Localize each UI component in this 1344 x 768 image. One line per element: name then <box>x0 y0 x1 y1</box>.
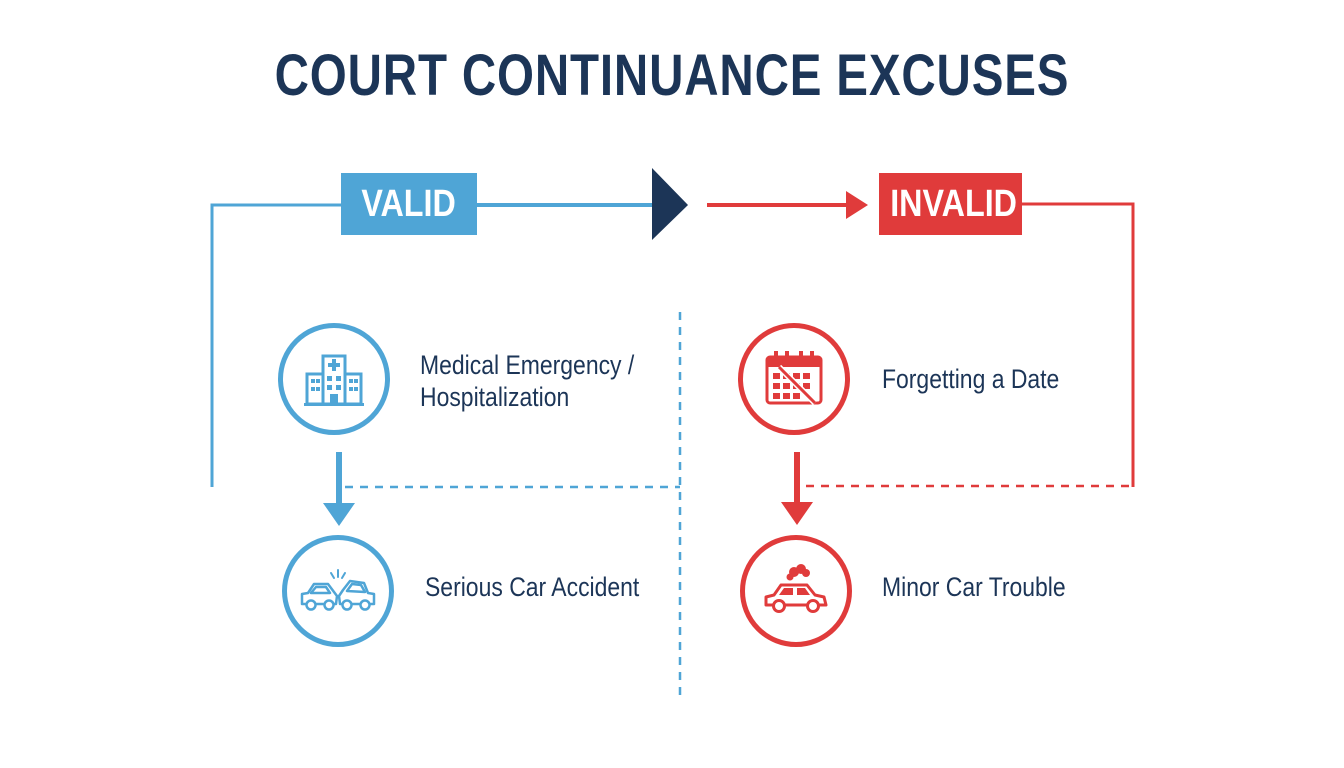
valid-label-medical-line2: Hospitalization <box>420 382 570 412</box>
invalid-node-forgetting <box>738 323 850 435</box>
valid-bracket-line <box>210 203 341 487</box>
crossed-calendar-icon <box>765 351 823 406</box>
page-title: COURT CONTINUANCE EXCUSES <box>274 43 1070 108</box>
center-arrow-head <box>652 168 688 240</box>
valid-label-accident: Serious Car Accident <box>425 572 640 602</box>
invalid-label-car-trouble: Minor Car Trouble <box>882 572 1066 602</box>
valid-down-arrow-head <box>323 503 355 526</box>
valid-node-accident <box>282 535 394 647</box>
hospital-icon <box>304 354 364 406</box>
car-accident-icon <box>300 569 376 611</box>
invalid-down-arrow-head <box>781 502 813 525</box>
invalid-label-forgetting: Forgetting a Date <box>882 364 1060 394</box>
valid-label-medical: Medical Emergency / Hospitalization <box>420 349 634 413</box>
smoking-car-icon <box>764 564 828 613</box>
valid-label-medical-line1: Medical Emergency / <box>420 350 635 380</box>
invalid-bracket-line <box>1022 202 1135 487</box>
invalid-badge: INVALID <box>879 173 1022 235</box>
invalid-node-car-trouble <box>740 535 852 647</box>
invalid-arrow-head <box>846 191 868 219</box>
valid-badge: VALID <box>341 173 477 235</box>
valid-node-medical <box>278 323 390 435</box>
